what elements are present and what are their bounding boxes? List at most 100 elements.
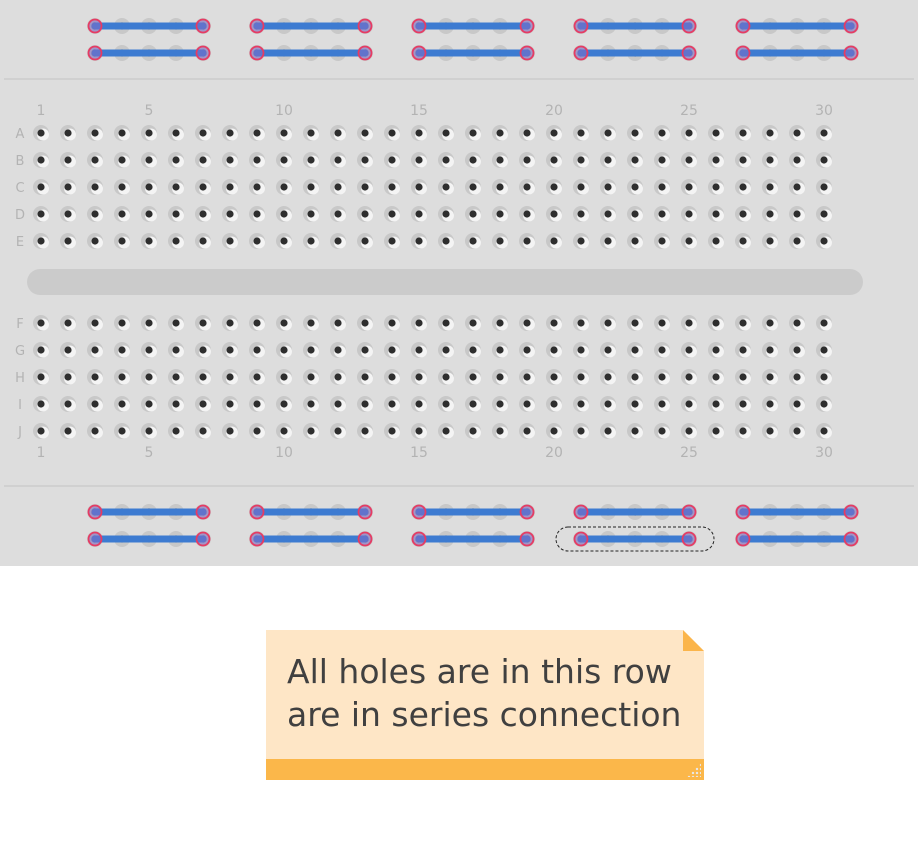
hole-C24[interactable]	[658, 183, 666, 191]
hole-D4[interactable]	[118, 210, 126, 218]
hole-I18[interactable]	[496, 400, 504, 408]
hole-F30[interactable]	[820, 319, 828, 327]
hole-A23[interactable]	[631, 129, 639, 137]
hole-C30[interactable]	[820, 183, 828, 191]
hole-A14[interactable]	[388, 129, 396, 137]
hole-F26[interactable]	[712, 319, 720, 327]
hole-F9[interactable]	[253, 319, 261, 327]
hole-B3[interactable]	[91, 156, 99, 164]
hole-E18[interactable]	[496, 237, 504, 245]
hole-J20[interactable]	[550, 427, 558, 435]
hole-G23[interactable]	[631, 346, 639, 354]
hole-A7[interactable]	[199, 129, 207, 137]
hole-E16[interactable]	[442, 237, 450, 245]
hole-G8[interactable]	[226, 346, 234, 354]
hole-I14[interactable]	[388, 400, 396, 408]
hole-J22[interactable]	[604, 427, 612, 435]
hole-I21[interactable]	[577, 400, 585, 408]
hole-H1[interactable]	[37, 373, 45, 381]
hole-G22[interactable]	[604, 346, 612, 354]
hole-I11[interactable]	[307, 400, 315, 408]
hole-A20[interactable]	[550, 129, 558, 137]
hole-I15[interactable]	[415, 400, 423, 408]
hole-A6[interactable]	[172, 129, 180, 137]
hole-C25[interactable]	[685, 183, 693, 191]
hole-D24[interactable]	[658, 210, 666, 218]
hole-J29[interactable]	[793, 427, 801, 435]
hole-I3[interactable]	[91, 400, 99, 408]
hole-I29[interactable]	[793, 400, 801, 408]
hole-E21[interactable]	[577, 237, 585, 245]
hole-C20[interactable]	[550, 183, 558, 191]
hole-B30[interactable]	[820, 156, 828, 164]
hole-F12[interactable]	[334, 319, 342, 327]
hole-B5[interactable]	[145, 156, 153, 164]
hole-E8[interactable]	[226, 237, 234, 245]
hole-C18[interactable]	[496, 183, 504, 191]
hole-D11[interactable]	[307, 210, 315, 218]
hole-H30[interactable]	[820, 373, 828, 381]
hole-J3[interactable]	[91, 427, 99, 435]
hole-I19[interactable]	[523, 400, 531, 408]
hole-D26[interactable]	[712, 210, 720, 218]
hole-E14[interactable]	[388, 237, 396, 245]
hole-C14[interactable]	[388, 183, 396, 191]
hole-A19[interactable]	[523, 129, 531, 137]
hole-E27[interactable]	[739, 237, 747, 245]
hole-B29[interactable]	[793, 156, 801, 164]
hole-J24[interactable]	[658, 427, 666, 435]
hole-I28[interactable]	[766, 400, 774, 408]
hole-D14[interactable]	[388, 210, 396, 218]
hole-F16[interactable]	[442, 319, 450, 327]
hole-G25[interactable]	[685, 346, 693, 354]
hole-B20[interactable]	[550, 156, 558, 164]
hole-G27[interactable]	[739, 346, 747, 354]
hole-G3[interactable]	[91, 346, 99, 354]
hole-C8[interactable]	[226, 183, 234, 191]
hole-F6[interactable]	[172, 319, 180, 327]
hole-A28[interactable]	[766, 129, 774, 137]
hole-G1[interactable]	[37, 346, 45, 354]
hole-J26[interactable]	[712, 427, 720, 435]
hole-F3[interactable]	[91, 319, 99, 327]
hole-F5[interactable]	[145, 319, 153, 327]
hole-G11[interactable]	[307, 346, 315, 354]
hole-H19[interactable]	[523, 373, 531, 381]
hole-G9[interactable]	[253, 346, 261, 354]
hole-D23[interactable]	[631, 210, 639, 218]
hole-G14[interactable]	[388, 346, 396, 354]
hole-J25[interactable]	[685, 427, 693, 435]
hole-G10[interactable]	[280, 346, 288, 354]
hole-J8[interactable]	[226, 427, 234, 435]
hole-B15[interactable]	[415, 156, 423, 164]
hole-I13[interactable]	[361, 400, 369, 408]
hole-H10[interactable]	[280, 373, 288, 381]
hole-J16[interactable]	[442, 427, 450, 435]
hole-F17[interactable]	[469, 319, 477, 327]
hole-C22[interactable]	[604, 183, 612, 191]
hole-G19[interactable]	[523, 346, 531, 354]
hole-J10[interactable]	[280, 427, 288, 435]
hole-E20[interactable]	[550, 237, 558, 245]
hole-F2[interactable]	[64, 319, 72, 327]
hole-C12[interactable]	[334, 183, 342, 191]
hole-A24[interactable]	[658, 129, 666, 137]
hole-D27[interactable]	[739, 210, 747, 218]
hole-A3[interactable]	[91, 129, 99, 137]
hole-E7[interactable]	[199, 237, 207, 245]
hole-D18[interactable]	[496, 210, 504, 218]
hole-F24[interactable]	[658, 319, 666, 327]
hole-B23[interactable]	[631, 156, 639, 164]
hole-H21[interactable]	[577, 373, 585, 381]
hole-A17[interactable]	[469, 129, 477, 137]
hole-A13[interactable]	[361, 129, 369, 137]
hole-E3[interactable]	[91, 237, 99, 245]
hole-A25[interactable]	[685, 129, 693, 137]
hole-D28[interactable]	[766, 210, 774, 218]
hole-E13[interactable]	[361, 237, 369, 245]
hole-A2[interactable]	[64, 129, 72, 137]
hole-A18[interactable]	[496, 129, 504, 137]
hole-H24[interactable]	[658, 373, 666, 381]
hole-H6[interactable]	[172, 373, 180, 381]
hole-E17[interactable]	[469, 237, 477, 245]
